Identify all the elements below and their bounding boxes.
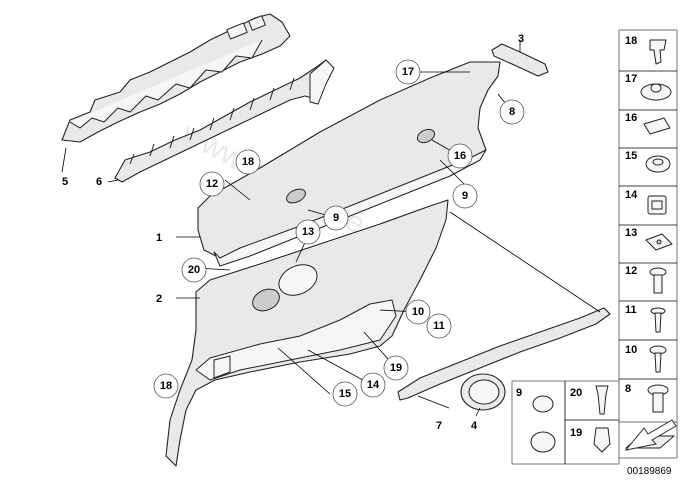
callout-17: 17 bbox=[395, 59, 421, 85]
clip-15-icon bbox=[645, 155, 671, 173]
callout-15: 15 bbox=[332, 381, 358, 407]
legend-19: 19 bbox=[570, 427, 582, 439]
screw-8-icon bbox=[647, 384, 669, 413]
legend-11: 11 bbox=[625, 304, 637, 316]
circled-callouts: 17 8 18 12 16 9 9 13 20 10 11 19 18 15 1… bbox=[153, 59, 525, 407]
legend-13: 13 bbox=[625, 227, 637, 239]
callout-12: 12 bbox=[199, 171, 225, 197]
clip-13-icon bbox=[645, 233, 673, 251]
part-2-lower-trim bbox=[165, 199, 449, 467]
callout-6: 6 bbox=[96, 176, 102, 188]
svg-text:17: 17 bbox=[402, 66, 414, 78]
callout-14: 14 bbox=[360, 372, 386, 398]
callout-20: 20 bbox=[181, 257, 207, 283]
legend-20: 20 bbox=[570, 387, 582, 399]
callout-11: 11 bbox=[426, 313, 452, 339]
svg-text:18: 18 bbox=[160, 380, 172, 392]
callout-19: 19 bbox=[383, 355, 409, 381]
svg-text:20: 20 bbox=[188, 264, 200, 276]
svg-text:13: 13 bbox=[302, 226, 314, 238]
screw-10-icon bbox=[649, 345, 667, 373]
legend-8: 8 bbox=[625, 383, 631, 395]
callout-13: 13 bbox=[295, 219, 321, 245]
callout-3: 3 bbox=[518, 33, 524, 45]
parts-legend-bottom: 9 20 19 bbox=[511, 380, 620, 465]
svg-text:15: 15 bbox=[339, 388, 351, 400]
callout-7: 7 bbox=[436, 420, 442, 432]
legend-9: 9 bbox=[516, 387, 522, 399]
svg-text:9: 9 bbox=[462, 190, 468, 202]
callout-18-upper: 18 bbox=[235, 149, 261, 175]
svg-text:8: 8 bbox=[509, 106, 515, 118]
svg-text:19: 19 bbox=[390, 362, 402, 374]
callout-1: 1 bbox=[156, 232, 162, 244]
part-5-bracket bbox=[61, 13, 291, 143]
svg-text:12: 12 bbox=[206, 178, 218, 190]
svg-text:9: 9 bbox=[333, 212, 339, 224]
part-1-upper-trim bbox=[197, 61, 501, 267]
clip-17-icon bbox=[640, 83, 672, 101]
callout-18-lower: 18 bbox=[153, 373, 179, 399]
pin-20-icon bbox=[595, 385, 609, 415]
callout-9-right: 9 bbox=[452, 183, 478, 209]
legend-16: 16 bbox=[625, 112, 637, 124]
legend-14: 14 bbox=[625, 189, 638, 201]
legend-18: 18 bbox=[625, 35, 637, 47]
svg-text:16: 16 bbox=[454, 150, 466, 162]
callout-2: 2 bbox=[156, 293, 162, 305]
svg-text:10: 10 bbox=[412, 306, 424, 318]
legend-12: 12 bbox=[625, 265, 637, 277]
clip-18-icon bbox=[649, 39, 667, 65]
part-6-bracket bbox=[114, 59, 335, 183]
diagram-number: 00189869 bbox=[627, 466, 672, 477]
callout-4: 4 bbox=[471, 420, 478, 432]
part-3-clip bbox=[491, 43, 549, 77]
part-4-round-cap bbox=[460, 373, 506, 411]
legend-10: 10 bbox=[625, 344, 637, 356]
orientation-arrow-box bbox=[618, 419, 678, 459]
screw-11-icon bbox=[650, 307, 666, 333]
parts-legend-column: 18 17 16 15 14 13 12 11 10 8 bbox=[618, 29, 678, 445]
clip-16-icon bbox=[643, 117, 671, 135]
clip-19-icon bbox=[593, 427, 611, 453]
legend-15: 15 bbox=[625, 150, 637, 162]
callout-8: 8 bbox=[499, 99, 525, 125]
svg-text:11: 11 bbox=[433, 320, 445, 332]
callout-16: 16 bbox=[447, 143, 473, 169]
callout-5: 5 bbox=[62, 176, 68, 188]
plug-9-icon bbox=[530, 395, 556, 453]
callout-9-left: 9 bbox=[323, 205, 349, 231]
part-13-grille bbox=[278, 264, 318, 296]
clip-14-icon bbox=[647, 195, 667, 215]
callout-10: 10 bbox=[405, 299, 431, 325]
plain-callouts: 1 2 3 4 5 6 7 bbox=[62, 33, 524, 432]
part-7-sill-strip bbox=[397, 307, 611, 401]
svg-text:14: 14 bbox=[367, 379, 380, 391]
screw-12-icon bbox=[649, 267, 667, 294]
svg-text:18: 18 bbox=[242, 156, 254, 168]
legend-17: 17 bbox=[625, 73, 637, 85]
